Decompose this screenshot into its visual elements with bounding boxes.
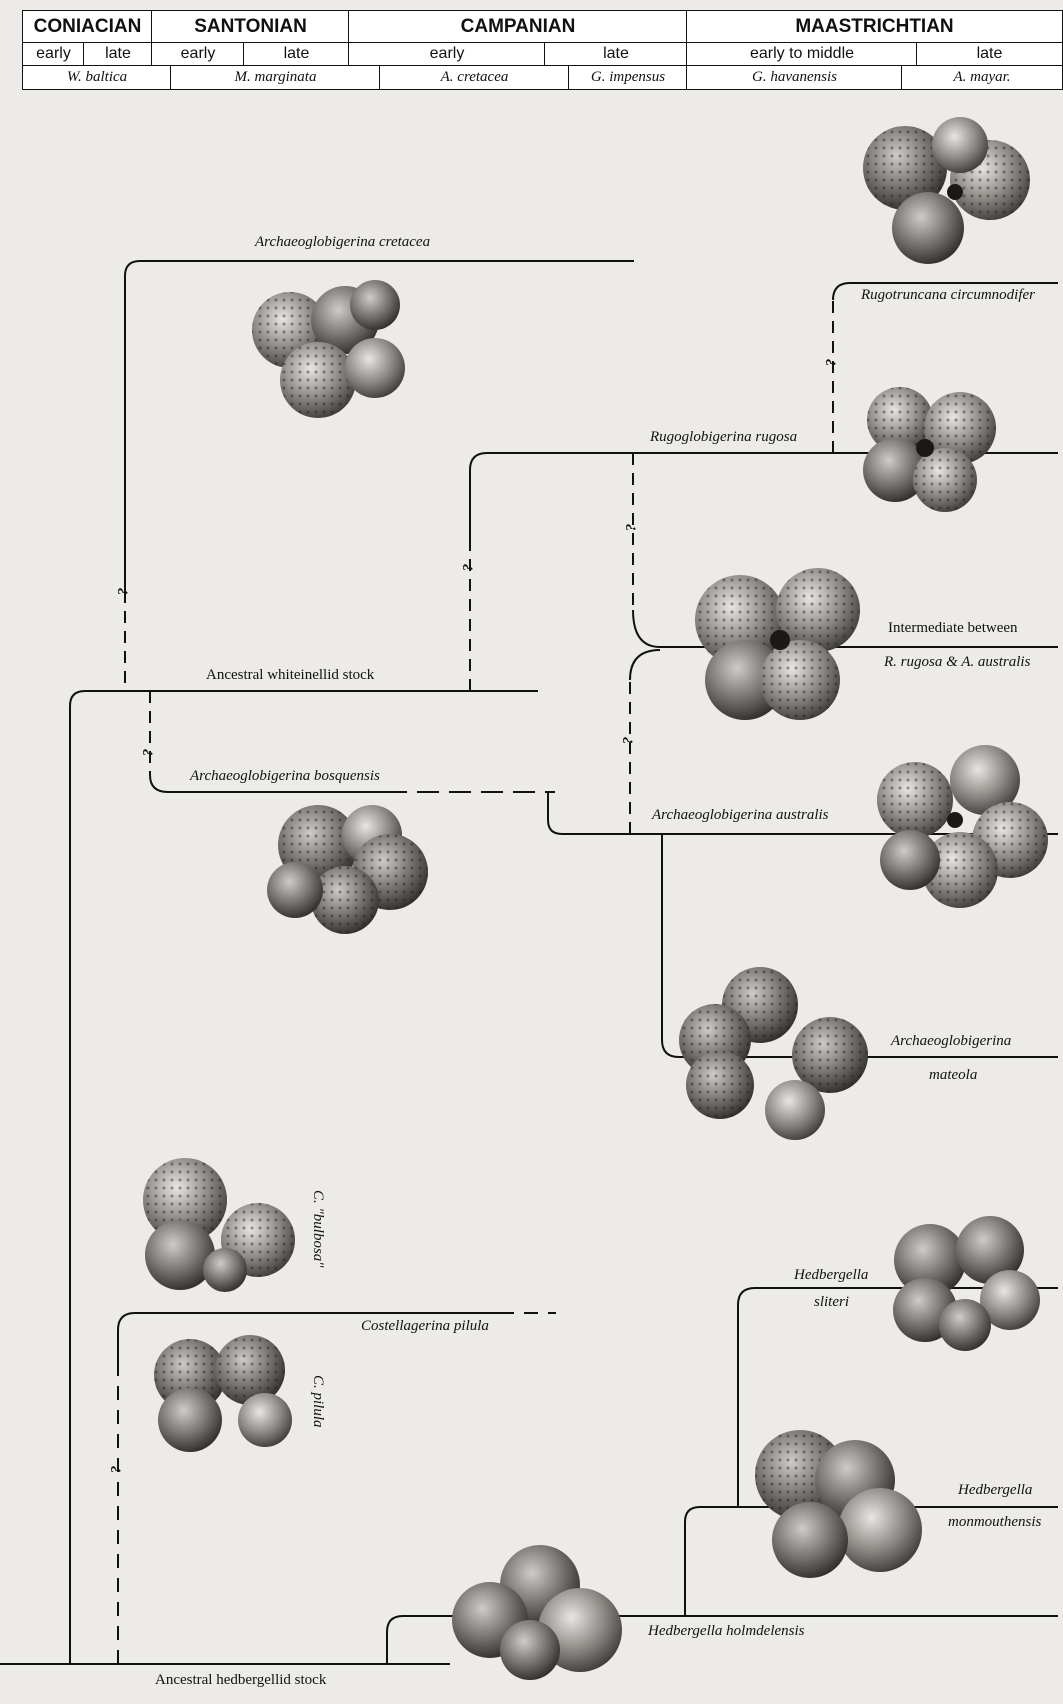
label-costellagerina-pilula: Costellagerina pilula: [361, 1319, 489, 1334]
specimen-costellagerina-bulbosa: [143, 1158, 295, 1292]
label-hedbergella-holmdelensis: Hedbergella holmdelensis: [648, 1624, 805, 1639]
specimen-archaeoglobigerina-bosquensis: [267, 805, 428, 934]
label-rugotruncana-circumnodifer: Rugotruncana circumnodifer: [861, 288, 1035, 303]
uncertain-mark-intermediate-down: ?: [621, 737, 636, 745]
uncertain-mark-pilula: ?: [109, 1466, 124, 1474]
label-sliteri-line1: Hedbergella: [794, 1268, 868, 1283]
label-archaeoglobigerina-australis: Archaeoglobigerina australis: [652, 808, 829, 823]
label-monmouthensis-line2: monmouthensis: [948, 1515, 1041, 1530]
label-sliteri-line2: sliteri: [814, 1295, 849, 1310]
label-intermediate-line2: R. rugosa & A. australis: [884, 655, 1030, 670]
specimen-costellagerina-pilula: [154, 1335, 292, 1452]
label-mateola-line2: mateola: [929, 1068, 977, 1083]
intermediate-curve-down: [630, 650, 660, 680]
specimen-intermediate: [695, 568, 860, 720]
specimen-hedbergella-holmdelensis: [452, 1545, 622, 1680]
uncertain-mark-intermediate-up: ?: [624, 524, 639, 532]
specimen-rugoglobigerina-rugosa: [863, 387, 996, 512]
uncertain-mark-bosquensis: ?: [141, 749, 156, 757]
label-hedbergellid-stock: Ancestral hedbergellid stock: [155, 1673, 326, 1688]
uncertain-mark-rugosa: ?: [461, 564, 476, 572]
label-whiteinellid-stock: Ancestral whiteinellid stock: [206, 668, 374, 683]
label-costellagerina-bulbosa: C. "bulbosa": [310, 1190, 325, 1268]
label-archaeoglobigerina-bosquensis: Archaeoglobigerina bosquensis: [190, 769, 380, 784]
specimen-archaeoglobigerina-cretacea: [252, 280, 405, 418]
label-mateola-line1: Archaeoglobigerina: [891, 1034, 1011, 1049]
label-archaeoglobigerina-cretacea: Archaeoglobigerina cretacea: [255, 235, 430, 250]
label-monmouthensis-line1: Hedbergella: [958, 1483, 1032, 1498]
specimen-rugotruncana-circumnodifer: [863, 117, 1030, 264]
uncertain-mark-circumnodifer: ?: [824, 359, 839, 367]
specimen-hedbergella-sliteri: [893, 1216, 1040, 1351]
specimen-hedbergella-monmouthensis: [755, 1430, 922, 1578]
label-c-pilula: C. pilula: [310, 1375, 325, 1428]
label-rugoglobigerina-rugosa: Rugoglobigerina rugosa: [650, 430, 797, 445]
label-intermediate-line1: Intermediate between: [888, 621, 1018, 636]
uncertain-mark-cretacea: ?: [116, 588, 131, 596]
specimen-archaeoglobigerina-australis: [877, 745, 1048, 908]
specimen-archaeoglobigerina-mateola: [679, 967, 868, 1140]
